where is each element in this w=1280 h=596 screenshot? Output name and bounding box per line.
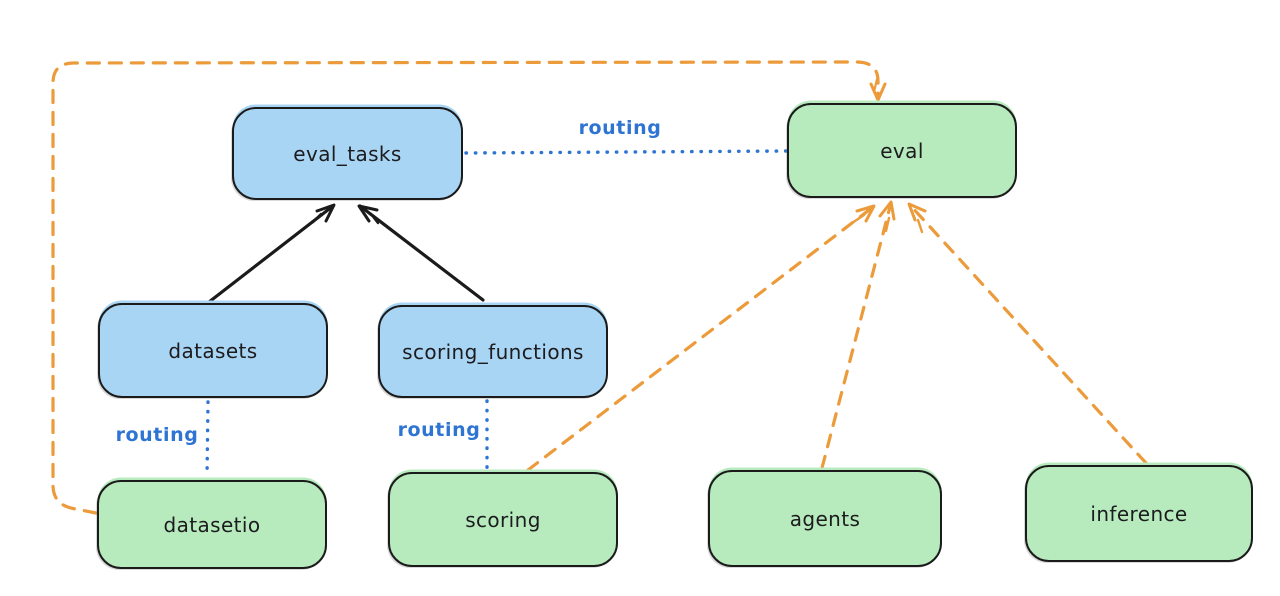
edge-scoring-to-eval (526, 204, 876, 472)
routing-label-scoring-functions-scoring: routing (397, 419, 481, 441)
node-datasets-label: datasets (168, 338, 258, 363)
edge-eval-tasks-to-eval (464, 149, 788, 155)
edge-datasets-to-datasetio (205, 400, 210, 479)
routing-label-datasets-datasetio: routing (115, 424, 199, 446)
node-agents-label: agents (789, 506, 861, 531)
edge-scoring-functions-to-eval-tasks (357, 204, 485, 302)
node-scoring-functions-label: scoring_functions (402, 339, 584, 364)
edge-inference-to-eval (907, 202, 1148, 465)
routing-label-eval-tasks-eval: routing (578, 117, 662, 139)
node-eval-tasks-label: eval_tasks (293, 141, 402, 166)
node-eval-label: eval (880, 138, 924, 163)
node-scoring: scoring (388, 472, 618, 567)
edge-agents-to-eval (820, 200, 896, 470)
node-eval: eval (787, 103, 1017, 198)
node-scoring-label: scoring (465, 507, 541, 532)
node-scoring-functions: scoring_functions (378, 305, 608, 398)
node-inference: inference (1025, 465, 1253, 562)
node-inference-label: inference (1090, 501, 1188, 526)
edge-datasetio-to-eval (51, 60, 887, 515)
node-datasetio: datasetio (97, 480, 327, 569)
node-agents: agents (708, 470, 942, 567)
node-datasetio-label: datasetio (163, 512, 261, 537)
node-datasets: datasets (98, 303, 328, 398)
node-eval-tasks: eval_tasks (232, 107, 463, 200)
edge-datasets-to-eval-tasks (207, 203, 336, 304)
